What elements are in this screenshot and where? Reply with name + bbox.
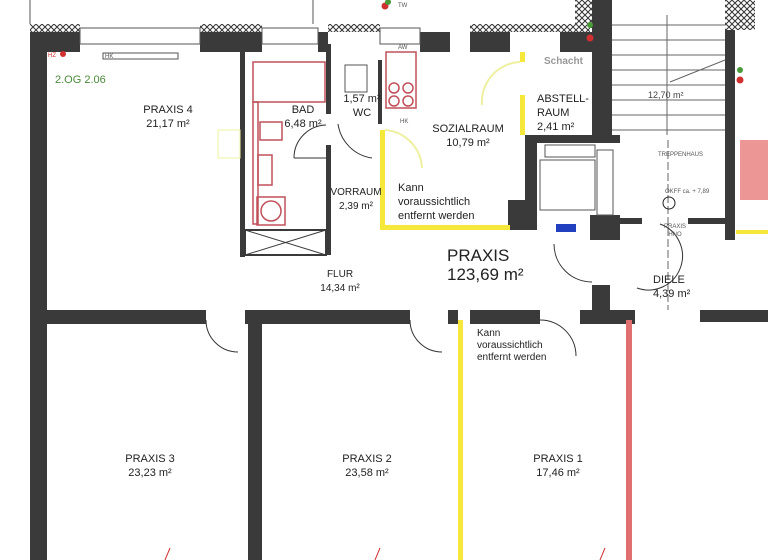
note-line: Kann xyxy=(477,328,501,339)
removable-doors xyxy=(384,61,521,169)
room-vorraum: VORRAUM 2,39 m² xyxy=(328,186,384,214)
room-name-2: RAUM xyxy=(537,107,570,119)
door-label-hno: PRAXIS HNO xyxy=(663,223,687,239)
stair-area: 12,70 m² xyxy=(648,90,684,100)
room-area: 4,39 m² xyxy=(653,288,691,300)
room-name: PRAXIS 4 xyxy=(143,104,193,116)
room-area: 2,39 m² xyxy=(339,201,373,212)
yellow-fixture xyxy=(217,129,241,159)
room-praxis1: PRAXIS 1 17,46 m² xyxy=(508,452,608,480)
note-line: entfernt werden xyxy=(477,352,547,363)
room-wc: 1,57 m² WC xyxy=(337,92,387,120)
unit-area: 123,69 m² xyxy=(447,265,524,284)
hz-label: HZ xyxy=(48,53,56,59)
room-area: 1,57 m² xyxy=(343,93,381,105)
room-name: DIELE xyxy=(653,274,685,286)
room-area: 10,79 m² xyxy=(446,137,490,149)
room-sozialraum: SOZIALRAUM 10,79 m² xyxy=(418,122,518,150)
room-name: PRAXIS 2 xyxy=(342,453,392,465)
level-marker-icon xyxy=(662,196,676,210)
hk-label: HK xyxy=(400,119,409,125)
room-flur: FLUR 14,34 m² xyxy=(300,268,380,296)
note-line: entfernt werden xyxy=(398,210,475,222)
room-name: PRAXIS 3 xyxy=(125,453,175,465)
room-area: 17,46 m² xyxy=(536,467,580,479)
room-area: 23,23 m² xyxy=(128,467,172,479)
room-area: 23,58 m² xyxy=(345,467,389,479)
room-name: FLUR xyxy=(326,269,354,280)
room-area: 2,41 m² xyxy=(537,121,575,133)
hk-label-2: HK xyxy=(105,54,114,60)
shaft-label: Schacht xyxy=(544,56,583,67)
room-name: SOZIALRAUM xyxy=(432,123,504,135)
door-label: PRAXIS xyxy=(663,224,686,230)
room-name: BAD xyxy=(291,104,315,116)
unit-name: PRAXIS xyxy=(447,246,510,265)
sanitary-fixtures xyxy=(252,51,417,226)
tw-label: TW xyxy=(398,3,408,9)
doors xyxy=(205,123,683,357)
room-praxis3: PRAXIS 3 23,23 m² xyxy=(100,452,200,480)
outer-wall-top xyxy=(30,0,755,52)
room-name: VORRAUM xyxy=(330,187,382,198)
balcony xyxy=(244,229,327,256)
green-markers xyxy=(385,0,743,73)
room-area: 6,48 m² xyxy=(284,118,322,130)
removable-walls xyxy=(380,52,525,560)
aw-label: AW xyxy=(398,45,408,51)
stair-label: TREPPENHAUS xyxy=(658,152,704,158)
red-wall xyxy=(626,320,632,560)
room-abstellraum: ABSTELL- RAUM 2,41 m² xyxy=(537,92,589,134)
room-praxis2: PRAXIS 2 23,58 m² xyxy=(317,452,417,480)
level-label: OKFF ca. + 7,89 xyxy=(665,189,710,195)
room-praxis4: PRAXIS 4 21,17 m² xyxy=(118,103,218,131)
room-name: ABSTELL- xyxy=(537,93,589,105)
room-name: WC xyxy=(352,107,372,119)
door-label: HNO xyxy=(668,232,682,238)
note-line: voraussichtlich xyxy=(477,340,543,351)
room-area: 14,34 m² xyxy=(320,283,360,294)
room-diele: DIELE 4,39 m² xyxy=(653,273,690,301)
radiator xyxy=(102,52,179,60)
room-name: PRAXIS 1 xyxy=(533,453,583,465)
note-line: Kann xyxy=(398,182,424,194)
pipe-markers xyxy=(164,2,744,560)
room-area: 21,17 m² xyxy=(146,118,190,130)
room-bad: BAD 6,48 m² xyxy=(278,103,328,131)
walls xyxy=(30,0,768,560)
staircase xyxy=(612,15,726,310)
note-line: voraussichtlich xyxy=(398,196,471,208)
red-element xyxy=(740,140,768,200)
heating-marker-icon xyxy=(60,51,66,57)
note-removable-1: Kann voraussichtlich entfernt werden xyxy=(398,181,474,223)
toilet xyxy=(344,64,368,93)
elevator-panel xyxy=(556,224,576,232)
elevator xyxy=(539,144,614,216)
yellow-wall-right xyxy=(736,230,768,234)
floor-label: 2.OG 2.06 xyxy=(55,74,106,86)
